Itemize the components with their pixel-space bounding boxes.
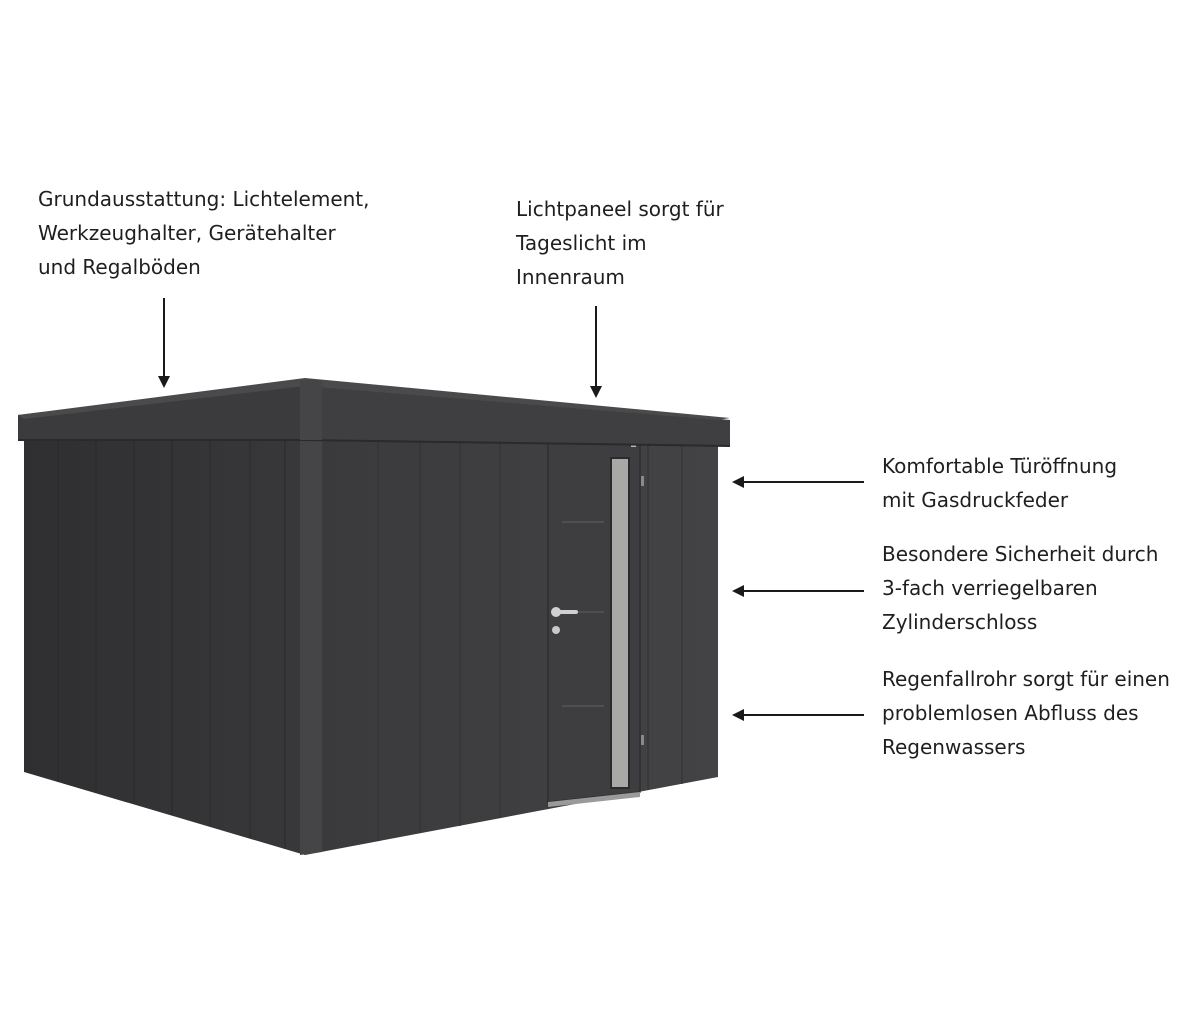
shed-front-wall (305, 432, 718, 855)
callout-line: problemlosen Abfluss des (882, 701, 1139, 725)
callout-line: Innenraum (516, 265, 625, 289)
shed-corner-post (300, 432, 322, 855)
callout-line: Lichtpaneel sorgt für (516, 197, 724, 221)
roof-corner (300, 380, 322, 440)
shed-side-wall (24, 432, 305, 855)
door-window (610, 457, 630, 789)
side-wall-panels (57, 433, 286, 849)
callout-line: Grundausstattung: Lichtelement, (38, 187, 370, 211)
door-handle (551, 607, 578, 634)
callout-line: Tageslicht im (516, 231, 647, 255)
callout-line: Regenwassers (882, 735, 1026, 759)
callout-line: 3-fach verriegelbaren (882, 576, 1098, 600)
shed-roof-side (18, 380, 305, 440)
callout-drainpipe: Regenfallrohr sorgt für einen problemlos… (882, 662, 1170, 764)
callout-line: Regenfallrohr sorgt für einen (882, 667, 1170, 691)
door-hinge-low (641, 735, 644, 745)
callout-door-opening: Komfortable Türöffnung mit Gasdruckfeder (882, 449, 1117, 517)
callout-line: Werkzeughalter, Gerätehalter (38, 221, 336, 245)
callout-light-panel: Lichtpaneel sorgt für Tageslicht im Inne… (516, 192, 724, 294)
callout-line: und Regalböden (38, 255, 201, 279)
door-threshold (548, 792, 640, 807)
callout-line: Komfortable Türöffnung (882, 454, 1118, 478)
callout-line: Zylinderschloss (882, 610, 1038, 634)
shed-roof-top-edge (18, 378, 730, 420)
callout-line: mit Gasdruckfeder (882, 488, 1069, 512)
callout-line: Besondere Sicherheit durch (882, 542, 1159, 566)
door-hinge-mid (641, 476, 644, 486)
callout-basic-equipment: Grundausstattung: Lichtelement, Werkzeug… (38, 182, 370, 284)
callout-security: Besondere Sicherheit durch 3-fach verrie… (882, 537, 1158, 639)
shed-roof-front (305, 380, 730, 446)
